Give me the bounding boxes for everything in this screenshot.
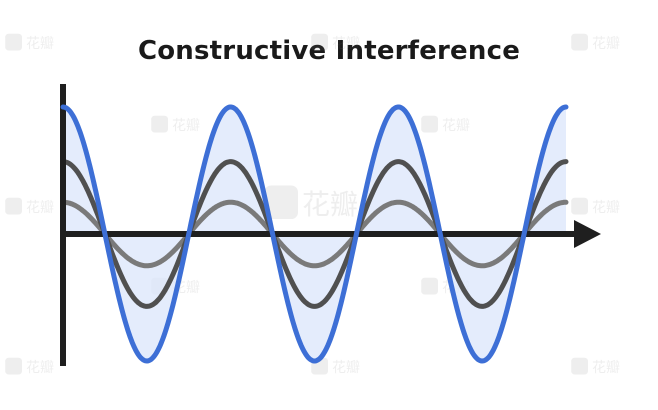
watermark-mark: 花瓣 xyxy=(264,185,358,221)
svg-text:花瓣: 花瓣 xyxy=(592,200,620,216)
diagram-title: Constructive Interference xyxy=(137,36,521,66)
svg-text:花瓣: 花瓣 xyxy=(26,36,54,52)
svg-text:花瓣: 花瓣 xyxy=(172,118,200,134)
svg-text:花瓣: 花瓣 xyxy=(26,200,54,216)
watermark-mark: 花瓣 xyxy=(571,33,620,52)
wave-b-curve xyxy=(60,199,569,269)
svg-text:花瓣: 花瓣 xyxy=(332,36,360,52)
svg-text:花瓣: 花瓣 xyxy=(26,360,54,376)
svg-text:花瓣: 花瓣 xyxy=(592,360,620,376)
watermark-mark: 花瓣 xyxy=(571,357,620,376)
svg-text:花瓣: 花瓣 xyxy=(302,188,358,221)
x-axis-arrowhead xyxy=(574,220,601,248)
watermark-mark: 花瓣 xyxy=(5,197,54,216)
watermark-layer: 花瓣花瓣花瓣花瓣花瓣花瓣花瓣花瓣花瓣花瓣花瓣花瓣花瓣 xyxy=(5,33,620,376)
watermark-mark: 花瓣 xyxy=(151,115,200,134)
watermark-mark: 花瓣 xyxy=(421,115,470,134)
svg-text:花瓣: 花瓣 xyxy=(332,360,360,376)
wave-a-curve xyxy=(60,159,569,309)
watermark-mark: 花瓣 xyxy=(5,33,54,52)
watermark-mark: 花瓣 xyxy=(311,33,360,52)
resultant-wave-curve xyxy=(60,104,569,364)
watermark-mark: 花瓣 xyxy=(5,357,54,376)
svg-text:花瓣: 花瓣 xyxy=(592,36,620,52)
svg-text:花瓣: 花瓣 xyxy=(442,118,470,134)
watermark-mark: 花瓣 xyxy=(571,197,620,216)
